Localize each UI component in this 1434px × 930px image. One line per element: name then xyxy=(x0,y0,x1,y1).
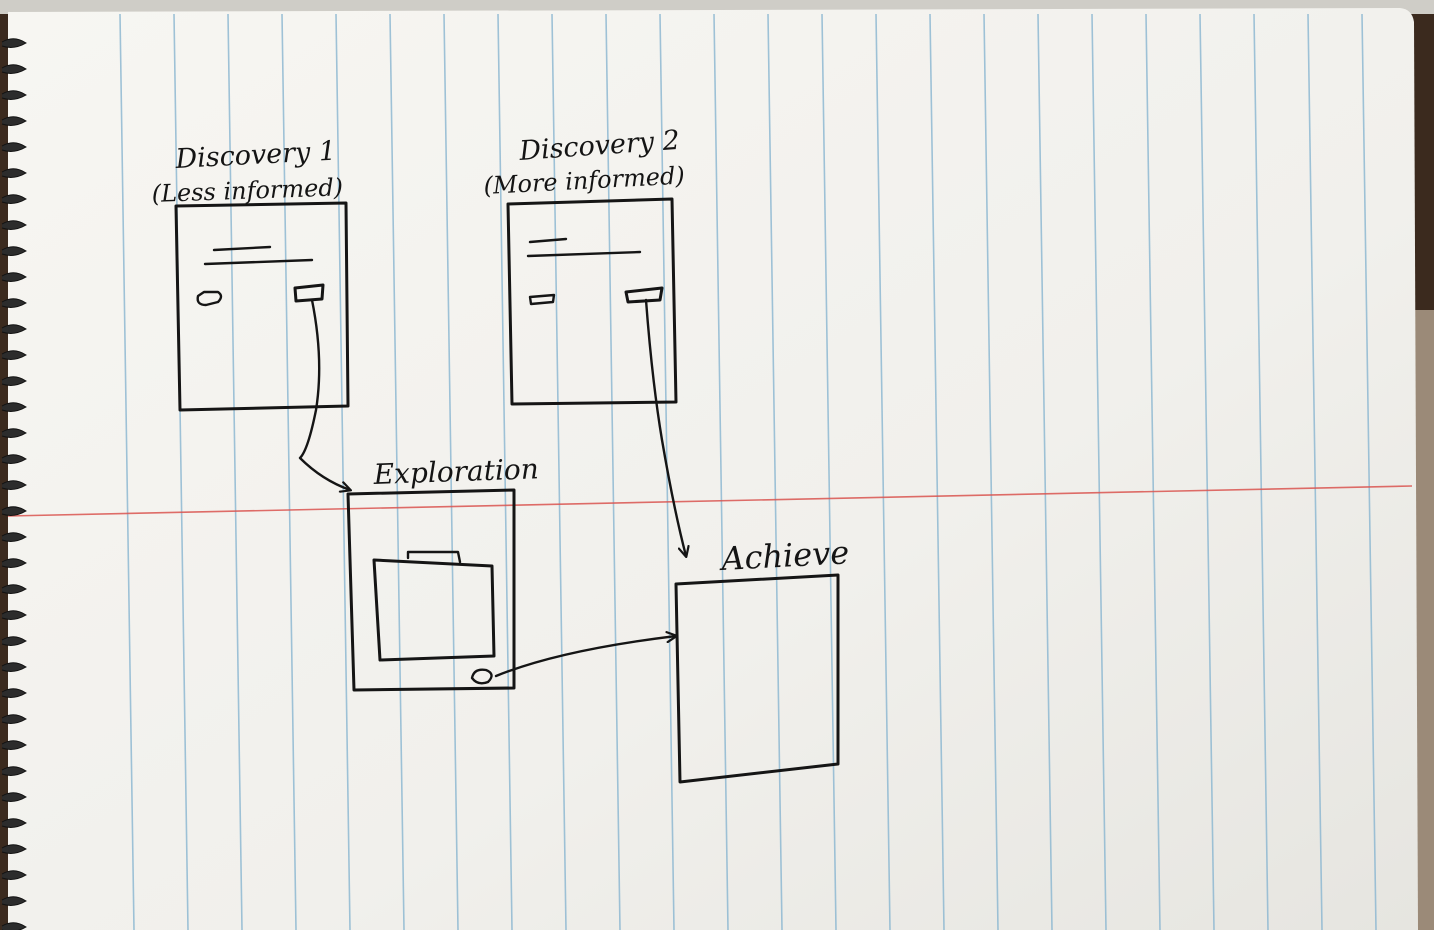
discovery-1-small-button xyxy=(196,290,223,307)
discovery-1-cta-button xyxy=(293,283,325,303)
spiral-ring xyxy=(1,870,27,880)
rule-line xyxy=(1037,13,1053,930)
spiral-ring xyxy=(1,662,27,672)
spiral-ring xyxy=(1,480,27,490)
spiral-ring xyxy=(1,194,27,204)
spiral-binding xyxy=(1,38,27,930)
arrow-discovery-2-to-achieve xyxy=(644,298,686,556)
rule-line xyxy=(1091,13,1107,930)
spiral-ring xyxy=(1,506,27,516)
spiral-ring xyxy=(1,818,27,828)
spiral-ring xyxy=(1,740,27,750)
achieve-screen xyxy=(674,573,840,784)
rule-line xyxy=(389,13,405,930)
arrow-discovery-1-to-exploration xyxy=(298,298,350,490)
spiral-ring xyxy=(1,766,27,776)
spiral-ring xyxy=(1,376,27,386)
spiral-ring xyxy=(1,350,27,360)
notebook-page xyxy=(8,8,1418,930)
rule-line xyxy=(875,13,891,930)
spiral-ring xyxy=(1,116,27,126)
spiral-ring xyxy=(1,38,27,48)
spiral-ring xyxy=(1,454,27,464)
spiral-ring xyxy=(1,610,27,620)
spiral-ring xyxy=(1,688,27,698)
spiral-ring xyxy=(1,532,27,542)
spiral-ring xyxy=(1,298,27,308)
rule-line xyxy=(227,13,243,930)
rule-line xyxy=(1199,13,1215,930)
discovery-2-text-line xyxy=(526,250,642,258)
spiral-ring xyxy=(1,142,27,152)
discovery-2-heading-line xyxy=(528,237,568,244)
achieve-title: Achieve xyxy=(717,533,850,578)
spiral-ring xyxy=(1,428,27,438)
discovery-2-cta-button xyxy=(624,286,664,304)
spiral-ring xyxy=(1,896,27,906)
exploration-screen xyxy=(346,488,516,692)
spiral-ring xyxy=(1,246,27,256)
exploration-title: Exploration xyxy=(372,452,539,491)
rule-line xyxy=(443,13,459,930)
rule-line xyxy=(173,13,189,930)
spiral-ring xyxy=(1,922,27,930)
discovery-2-screen xyxy=(506,197,678,406)
node-exploration: Exploration xyxy=(346,452,539,692)
exploration-next-button xyxy=(470,668,493,685)
spiral-ring xyxy=(1,844,27,854)
spiral-ring xyxy=(1,584,27,594)
spiral-ring xyxy=(1,558,27,568)
exploration-folder xyxy=(372,558,496,662)
rule-line xyxy=(983,13,999,930)
rule-line xyxy=(281,13,297,930)
discovery-1-screen xyxy=(174,201,350,412)
spiral-ring xyxy=(1,220,27,230)
margin-line xyxy=(7,485,1413,517)
spiral-ring xyxy=(1,636,27,646)
discovery-1-heading-line xyxy=(212,245,272,252)
rule-line xyxy=(551,13,567,930)
arrow-exploration-to-achieve xyxy=(494,636,676,678)
spiral-ring xyxy=(1,90,27,100)
rule-line xyxy=(119,13,135,930)
node-discovery-1: Discovery 1 (Less informed) xyxy=(151,136,350,412)
ruled-lines xyxy=(119,13,1377,930)
rule-line xyxy=(929,13,945,930)
exploration-folder-tab xyxy=(406,550,462,564)
spiral-ring xyxy=(1,402,27,412)
rule-line xyxy=(1307,13,1323,930)
rule-line xyxy=(821,13,837,930)
spiral-ring xyxy=(1,324,27,334)
discovery-1-text-line xyxy=(203,258,314,266)
rule-line xyxy=(1253,13,1269,930)
spiral-ring xyxy=(1,168,27,178)
spiral-ring xyxy=(1,792,27,802)
rule-line xyxy=(335,13,351,930)
spiral-ring xyxy=(1,272,27,282)
rule-line xyxy=(497,13,513,930)
rule-line xyxy=(1145,13,1161,930)
spiral-ring xyxy=(1,714,27,724)
discovery-2-small-button xyxy=(528,293,556,306)
rule-line xyxy=(605,13,621,930)
spiral-ring xyxy=(1,64,27,74)
node-achieve: Achieve xyxy=(674,533,850,784)
rule-line xyxy=(767,13,783,930)
rule-line xyxy=(1361,13,1377,930)
